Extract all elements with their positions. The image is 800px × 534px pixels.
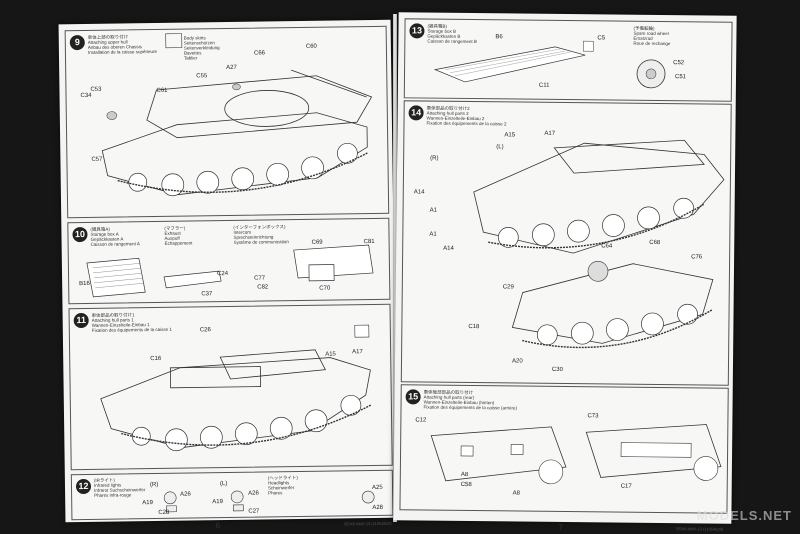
part-label: B6 <box>495 34 503 41</box>
part-label: A14 <box>413 189 425 196</box>
part-label: C58 <box>460 481 472 489</box>
part-label: A17 <box>352 349 363 356</box>
part-label: C61 <box>156 87 168 94</box>
upper-hull-drawing <box>101 33 373 197</box>
part-label: A1 <box>429 231 437 238</box>
part-label: C57 <box>91 156 103 163</box>
part-label: C76 <box>691 254 703 261</box>
part-label: C55 <box>196 73 208 80</box>
part-label: A19 <box>212 499 223 506</box>
part-label: A15 <box>325 351 336 358</box>
part-label: A20 <box>511 358 523 365</box>
page-number: 7 <box>558 522 563 532</box>
part-label: A1 <box>429 207 437 214</box>
part-label: C18 <box>468 323 480 331</box>
footer-code: 35349 AMX-13 (11054623) <box>675 526 724 532</box>
part-label: C52 <box>673 60 685 67</box>
storage-box-drawing <box>86 244 374 298</box>
hull-parts-1-drawing <box>100 324 372 452</box>
part-label: C30 <box>551 366 563 373</box>
lights-drawing <box>163 490 375 513</box>
part-label: C12 <box>415 417 427 424</box>
part-label: C73 <box>587 413 599 420</box>
part-label: C11 <box>538 82 550 89</box>
part-label: C53 <box>90 86 102 93</box>
part-label: C82 <box>257 284 269 291</box>
part-label: C29 <box>502 284 514 291</box>
part-label: A14 <box>443 245 454 252</box>
part-label: C26 <box>199 327 211 334</box>
part-label: A26 <box>180 491 191 498</box>
storage-box-b-drawing <box>433 40 666 89</box>
page-number: 6 <box>215 521 221 531</box>
part-label: C70 <box>319 285 331 292</box>
part-label: (L) <box>219 481 228 488</box>
part-label: C5 <box>597 35 606 42</box>
part-label: C81 <box>363 238 375 246</box>
part-label: C28 <box>158 509 170 516</box>
part-label: B16 <box>79 280 90 288</box>
part-label: (R) <box>430 155 439 162</box>
part-label: C60 <box>305 43 317 50</box>
part-label: A15 <box>504 132 516 139</box>
part-label: A27 <box>226 64 237 72</box>
part-label: C16 <box>150 355 162 363</box>
footer-code: 35349 AMX-13 (11054623) <box>343 520 392 527</box>
part-label: C24 <box>217 270 229 278</box>
watermark: MODELS.NET <box>696 508 792 523</box>
rear-hull-drawing <box>430 424 722 485</box>
part-label: C68 <box>649 239 661 246</box>
part-label: C69 <box>311 239 323 246</box>
part-label: A17 <box>544 130 556 137</box>
hull-parts-2-drawing <box>473 139 725 349</box>
part-label: C64 <box>601 243 613 250</box>
part-label: C37 <box>201 291 213 298</box>
part-label: C66 <box>253 50 266 57</box>
part-label: C77 <box>254 275 266 282</box>
part-label: A28 <box>372 504 384 512</box>
part-label: A8 <box>512 490 521 497</box>
part-label: A19 <box>142 500 153 507</box>
part-label: C17 <box>620 483 632 490</box>
part-label: A25 <box>372 484 383 492</box>
part-label: A8 <box>460 471 469 478</box>
part-label: C51 <box>674 74 687 81</box>
part-label: C34 <box>80 92 92 100</box>
part-label: C27 <box>248 508 260 515</box>
part-label: A26 <box>248 490 259 497</box>
part-label: (R) <box>149 481 159 489</box>
part-label: (L) <box>496 144 504 151</box>
